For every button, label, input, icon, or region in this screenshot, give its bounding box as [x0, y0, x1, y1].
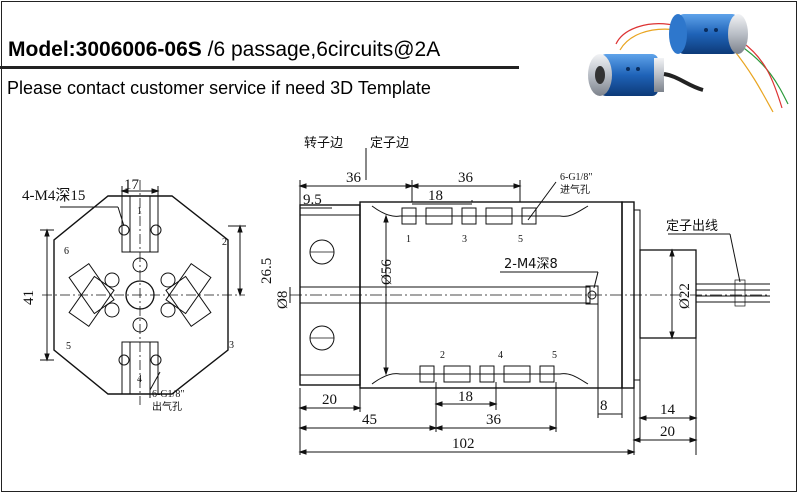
rotor-side-label: 转子边	[304, 136, 343, 151]
dim-41: 41	[21, 290, 37, 305]
side-passage-bottom-2: 2	[440, 350, 445, 361]
front-view	[40, 180, 246, 405]
dim-102: 102	[452, 436, 475, 452]
front-passage-1: 1	[137, 206, 142, 217]
side-passage-top-3: 3	[462, 234, 467, 245]
front-passage-3: 3	[229, 340, 234, 351]
dim-20-right: 20	[660, 424, 675, 440]
thread-note-side: 2-M4深8	[504, 257, 558, 272]
diameter-22: Ø22	[677, 283, 693, 309]
diameter-8: Ø8	[275, 291, 291, 309]
side-passage-bottom-4: 4	[498, 350, 503, 361]
stator-side-label: 定子边	[370, 136, 409, 151]
model-number: Model:3006006-06S	[8, 38, 202, 61]
dim-36-bottom: 36	[486, 412, 502, 428]
dim-20-left: 20	[322, 392, 337, 408]
header-bar	[0, 36, 519, 69]
thread-note-front: 4-M4深15	[22, 187, 85, 204]
front-port-note-cn: 出气孔	[152, 400, 182, 413]
dim-9-5: 9.5	[303, 192, 322, 208]
model-spec: /6 passage,6circuits@2A	[201, 38, 441, 61]
side-passage-top-1: 1	[406, 234, 411, 245]
diameter-56: Ø56	[379, 259, 395, 285]
top-port-note-cn: 进气孔	[560, 183, 590, 196]
stator-wire-label: 定子出线	[666, 219, 718, 234]
dim-14: 14	[660, 402, 676, 418]
dim-26-5: 26.5	[259, 258, 275, 284]
dim-45: 45	[362, 412, 377, 428]
model-title: Model:3006006-06S /6 passage,6circuits@2…	[8, 38, 440, 62]
dim-8: 8	[600, 398, 608, 414]
side-view	[289, 148, 770, 455]
dim-36-b: 36	[458, 170, 474, 186]
front-passage-4: 4	[137, 374, 142, 385]
slip-ring-product-photo	[588, 14, 789, 113]
dim-17: 17	[124, 177, 140, 193]
front-passage-2: 2	[222, 237, 227, 248]
contact-note: Please contact customer service if need …	[7, 78, 431, 98]
side-passage-top-5: 5	[518, 234, 523, 245]
front-port-note: 6-G1/8"	[152, 389, 184, 400]
side-passage-bottom-5: 5	[552, 350, 557, 361]
top-port-note: 6-G1/8"	[560, 172, 592, 183]
dim-36-a: 36	[346, 170, 362, 186]
front-passage-6: 6	[64, 246, 69, 257]
dim-18-bottom: 18	[458, 389, 473, 405]
dim-18-top: 18	[428, 188, 443, 204]
front-passage-5: 5	[66, 341, 71, 352]
